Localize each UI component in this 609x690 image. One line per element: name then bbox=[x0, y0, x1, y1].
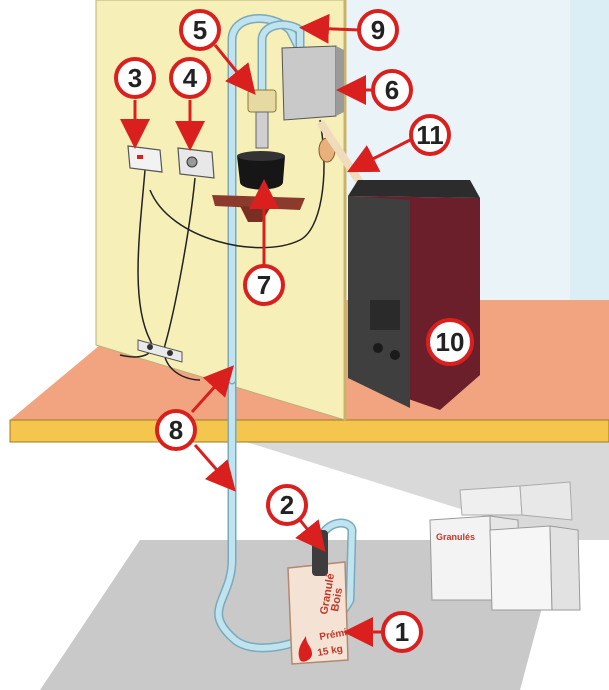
arrow-9 bbox=[299, 13, 361, 44]
pellet-hopper-icon bbox=[237, 151, 285, 190]
wire-controller bbox=[163, 177, 201, 381]
svg-text:6: 6 bbox=[385, 75, 399, 105]
bag-weight: 15 kg bbox=[317, 644, 344, 659]
callout-6: 6 bbox=[371, 69, 413, 111]
thermostat-icon bbox=[127, 145, 163, 173]
bag-stack-label: Granulés bbox=[436, 532, 475, 542]
fire-icon bbox=[298, 636, 312, 662]
bag-line2: Bois bbox=[329, 587, 345, 613]
controller-icon bbox=[177, 147, 215, 179]
arrow-2 bbox=[295, 519, 326, 553]
venturi-icon bbox=[247, 89, 277, 149]
callout-11: 11 bbox=[409, 114, 451, 156]
svg-text:7: 7 bbox=[257, 270, 271, 300]
callout-1: 1 bbox=[381, 611, 423, 653]
wire-thermostat bbox=[119, 169, 153, 358]
bag-stack: Granulés bbox=[429, 481, 581, 611]
motor-box bbox=[281, 45, 344, 121]
arrow-8b bbox=[193, 444, 236, 492]
svg-text:11: 11 bbox=[416, 120, 444, 150]
room-right-corner bbox=[570, 0, 609, 300]
svg-text:3: 3 bbox=[128, 63, 142, 93]
callout-7: 7 bbox=[243, 264, 285, 306]
electrical-outlet-icon bbox=[137, 339, 183, 363]
svg-text:4: 4 bbox=[183, 63, 198, 93]
arrow-5 bbox=[213, 44, 256, 95]
svg-text:2: 2 bbox=[280, 490, 294, 520]
pellet-stove bbox=[348, 180, 480, 410]
callout-8: 8 bbox=[155, 409, 197, 451]
callout-4: 4 bbox=[169, 57, 211, 99]
callout-10: 10 bbox=[426, 318, 474, 366]
wire-loop bbox=[149, 119, 325, 249]
floor-edge bbox=[9, 419, 609, 443]
svg-text:5: 5 bbox=[193, 15, 207, 45]
svg-text:10: 10 bbox=[436, 327, 465, 357]
feed-pipe bbox=[316, 119, 369, 193]
callout-9: 9 bbox=[357, 9, 399, 51]
svg-text:9: 9 bbox=[371, 15, 385, 45]
svg-text:1: 1 bbox=[395, 617, 409, 647]
callout-3: 3 bbox=[114, 57, 156, 99]
arrow-11 bbox=[346, 138, 411, 173]
suction-tube-inner bbox=[215, 375, 356, 651]
arrow-8a bbox=[190, 365, 235, 414]
callout-5: 5 bbox=[179, 9, 221, 51]
callout-2: 2 bbox=[266, 484, 308, 526]
svg-text:8: 8 bbox=[169, 415, 183, 445]
